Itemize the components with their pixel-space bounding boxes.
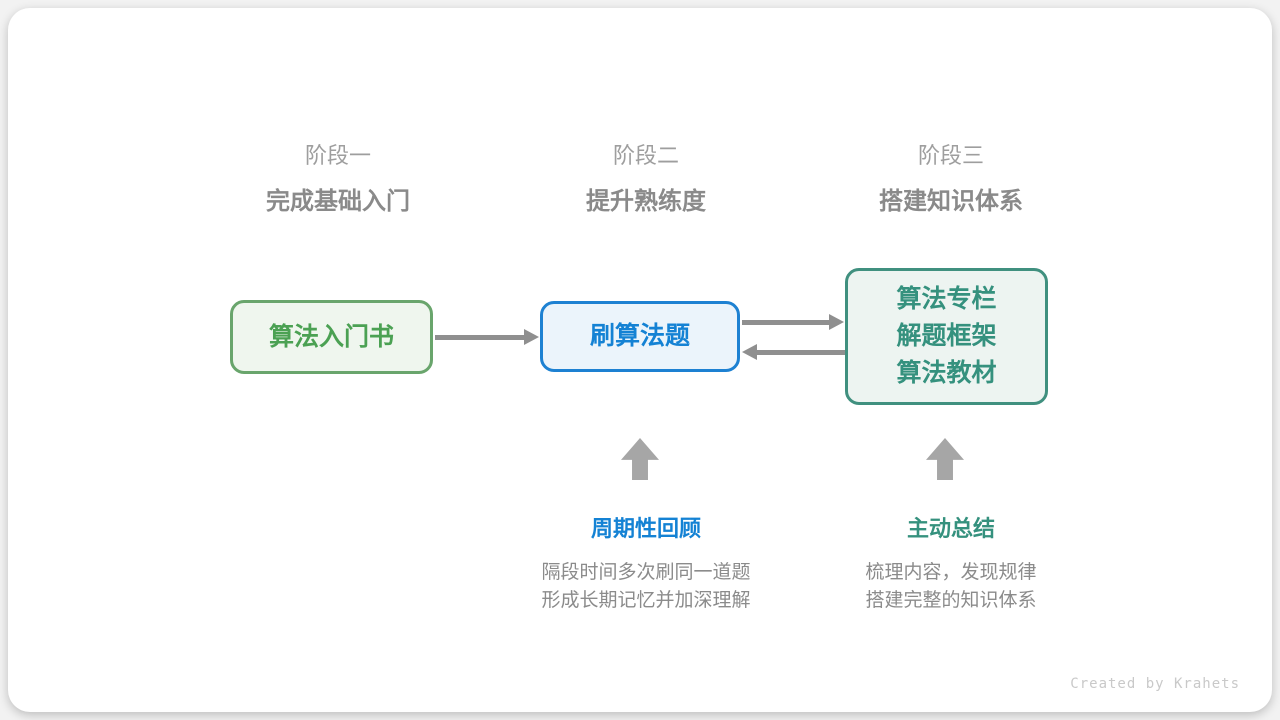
stage-2-subtitle: 提升熟练度 xyxy=(586,188,706,215)
annotation-summary-desc: 梳理内容，发现规律 搭建完整的知识体系 xyxy=(771,559,1131,615)
stage-3-label: 阶段三 xyxy=(917,143,984,168)
node-practice-problems-label: 刷算法题 xyxy=(589,322,690,350)
annotation-summary-desc-line-2: 搭建完整的知识体系 xyxy=(865,590,1037,611)
annotation-review-desc-line-1: 隔段时间多次刷同一道题 xyxy=(541,562,751,583)
stage-2-label: 阶段二 xyxy=(612,143,679,168)
arrow-1-to-2-line xyxy=(435,335,526,340)
stage-3-subtitle: 搭建知识体系 xyxy=(879,188,1023,215)
annotation-summary-desc-line-1: 梳理内容，发现规律 xyxy=(865,562,1037,583)
up-arrow-review-icon xyxy=(621,438,659,480)
arrow-3-to-2-left-icon xyxy=(742,344,757,360)
node-intro-book: 算法入门书 xyxy=(230,300,433,374)
diagram-card: 阶段一 完成基础入门 阶段二 提升熟练度 阶段三 搭建知识体系 算法入门书 刷算… xyxy=(8,8,1272,712)
node-knowledge-line-2: 解题框架 xyxy=(896,322,997,350)
node-knowledge-line-1: 算法专栏 xyxy=(896,285,997,313)
arrow-1-to-2-right-icon xyxy=(524,329,539,345)
annotation-review-title: 周期性回顾 xyxy=(590,516,701,541)
arrow-2-to-3-line xyxy=(742,320,830,325)
arrow-2-to-3-right-icon xyxy=(829,314,844,330)
node-practice-problems: 刷算法题 xyxy=(540,301,740,372)
annotation-summary-title: 主动总结 xyxy=(906,516,995,541)
node-knowledge-sources: 算法专栏 解题框架 算法教材 xyxy=(845,268,1048,405)
stage-1-subtitle: 完成基础入门 xyxy=(266,188,410,215)
node-knowledge-line-3: 算法教材 xyxy=(896,359,997,387)
node-intro-book-label: 算法入门书 xyxy=(268,322,394,351)
annotation-review-desc-line-2: 形成长期记忆并加深理解 xyxy=(541,590,751,611)
annotation-review-desc: 隔段时间多次刷同一道题 形成长期记忆并加深理解 xyxy=(466,559,826,615)
stage-1-label: 阶段一 xyxy=(304,143,371,168)
watermark-credit: Created by Krahets xyxy=(1070,676,1240,692)
arrow-3-to-2-line xyxy=(756,350,845,355)
up-arrow-summary-icon xyxy=(926,438,964,480)
